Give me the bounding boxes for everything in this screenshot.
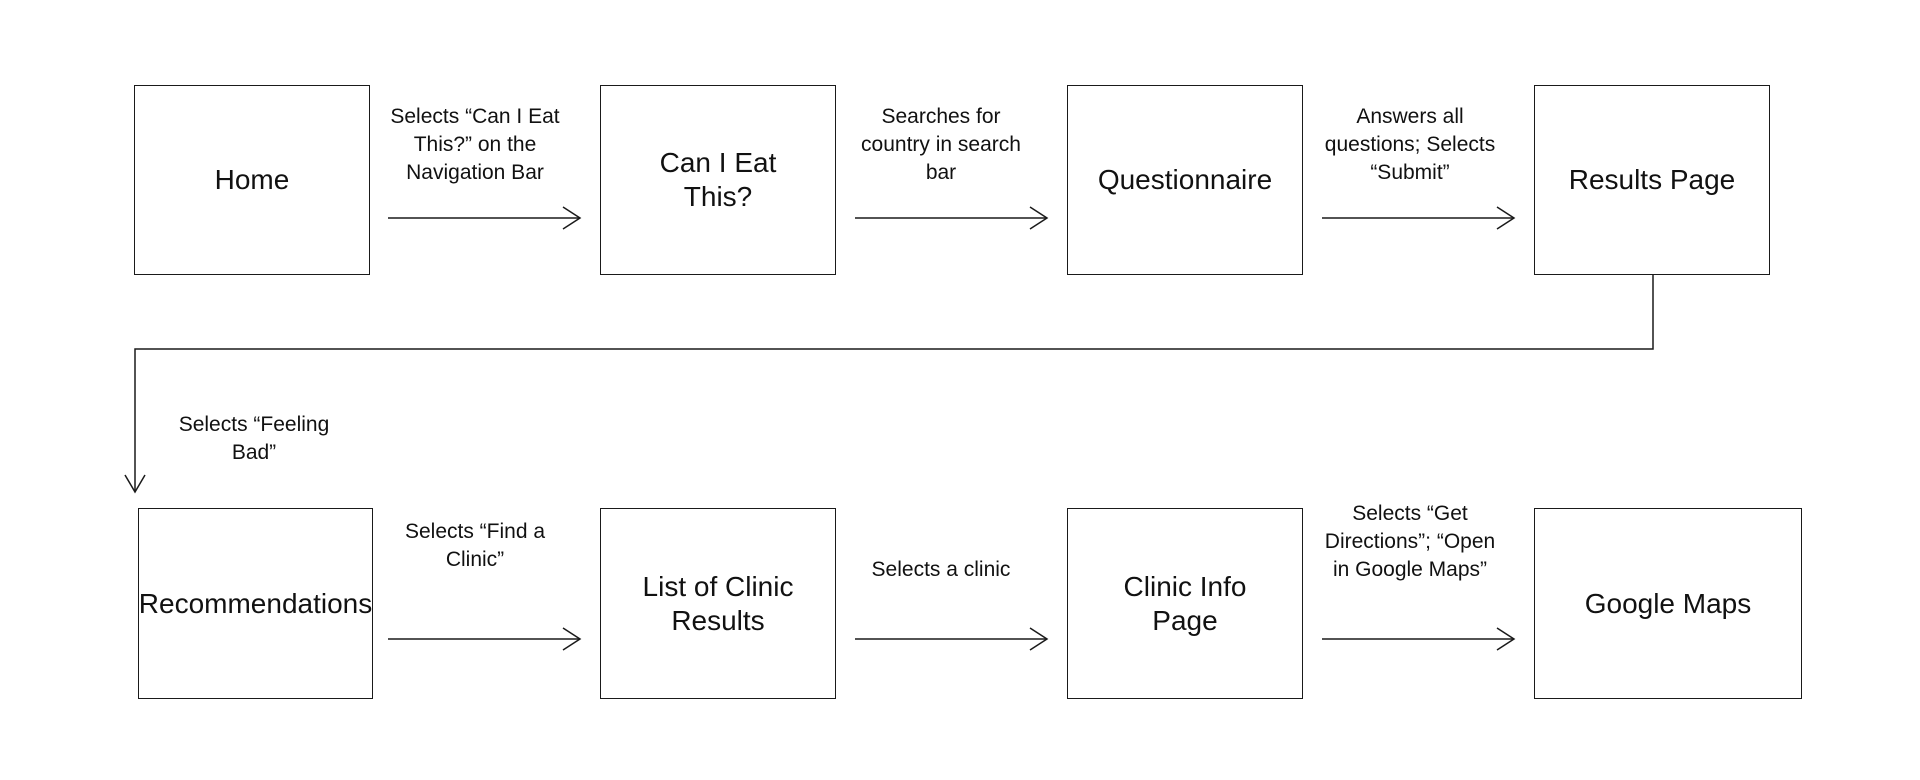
node-clinic-info-page: Clinic Info Page <box>1067 508 1303 699</box>
edge-label-can-i-eat-this-to-questionnaire: Searches for country in search bar <box>861 105 1021 184</box>
edge-label-results-page-to-recommendations: Selects “Feeling Bad” <box>178 413 330 464</box>
arrow-list-of-clinic-results-to-clinic-info-page <box>855 627 1049 651</box>
node-questionnaire-label: Questionnaire <box>1097 164 1273 195</box>
node-google-maps: Google Maps <box>1534 508 1802 699</box>
edge-label-list-of-clinic-results-to-clinic-info-page: Selects a clinic <box>871 558 1011 581</box>
node-google-maps-label: Google Maps <box>1584 587 1752 619</box>
node-can-i-eat-this: Can I Eat This? <box>600 85 836 275</box>
node-clinic-info-page-label: Clinic Info Page <box>1123 570 1247 636</box>
node-results-page-label: Results Page <box>1568 164 1736 195</box>
edge-label-questionnaire-to-results-page: Answers all questions; Selects “Submit” <box>1324 105 1496 184</box>
node-can-i-eat-this-label: Can I Eat This? <box>659 147 777 212</box>
edge-label-recommendations-to-list-of-clinic-results: Selects “Find a Clinic” <box>404 520 546 571</box>
node-recommendations-label: Recommendations <box>138 587 373 619</box>
node-home: Home <box>134 85 370 275</box>
arrow-can-i-eat-this-to-questionnaire <box>855 206 1049 230</box>
arrow-recommendations-to-list-of-clinic-results <box>388 627 582 651</box>
node-home-label: Home <box>214 164 290 195</box>
arrow-results-page-to-recommendations <box>124 274 1654 494</box>
node-list-of-clinic-results: List of Clinic Results <box>600 508 836 699</box>
arrow-questionnaire-to-results-page <box>1322 206 1516 230</box>
node-list-of-clinic-results-label: List of Clinic Results <box>642 570 794 636</box>
arrow-home-to-can-i-eat-this <box>388 206 582 230</box>
node-recommendations: Recommendations <box>138 508 373 699</box>
arrow-clinic-info-page-to-google-maps <box>1322 627 1516 651</box>
node-results-page: Results Page <box>1534 85 1770 275</box>
edge-label-clinic-info-page-to-google-maps: Selects “Get Directions”; “Open in Googl… <box>1324 502 1496 581</box>
edge-label-home-to-can-i-eat-this: Selects “Can I Eat This?” on the Navigat… <box>390 105 560 184</box>
node-questionnaire: Questionnaire <box>1067 85 1303 275</box>
